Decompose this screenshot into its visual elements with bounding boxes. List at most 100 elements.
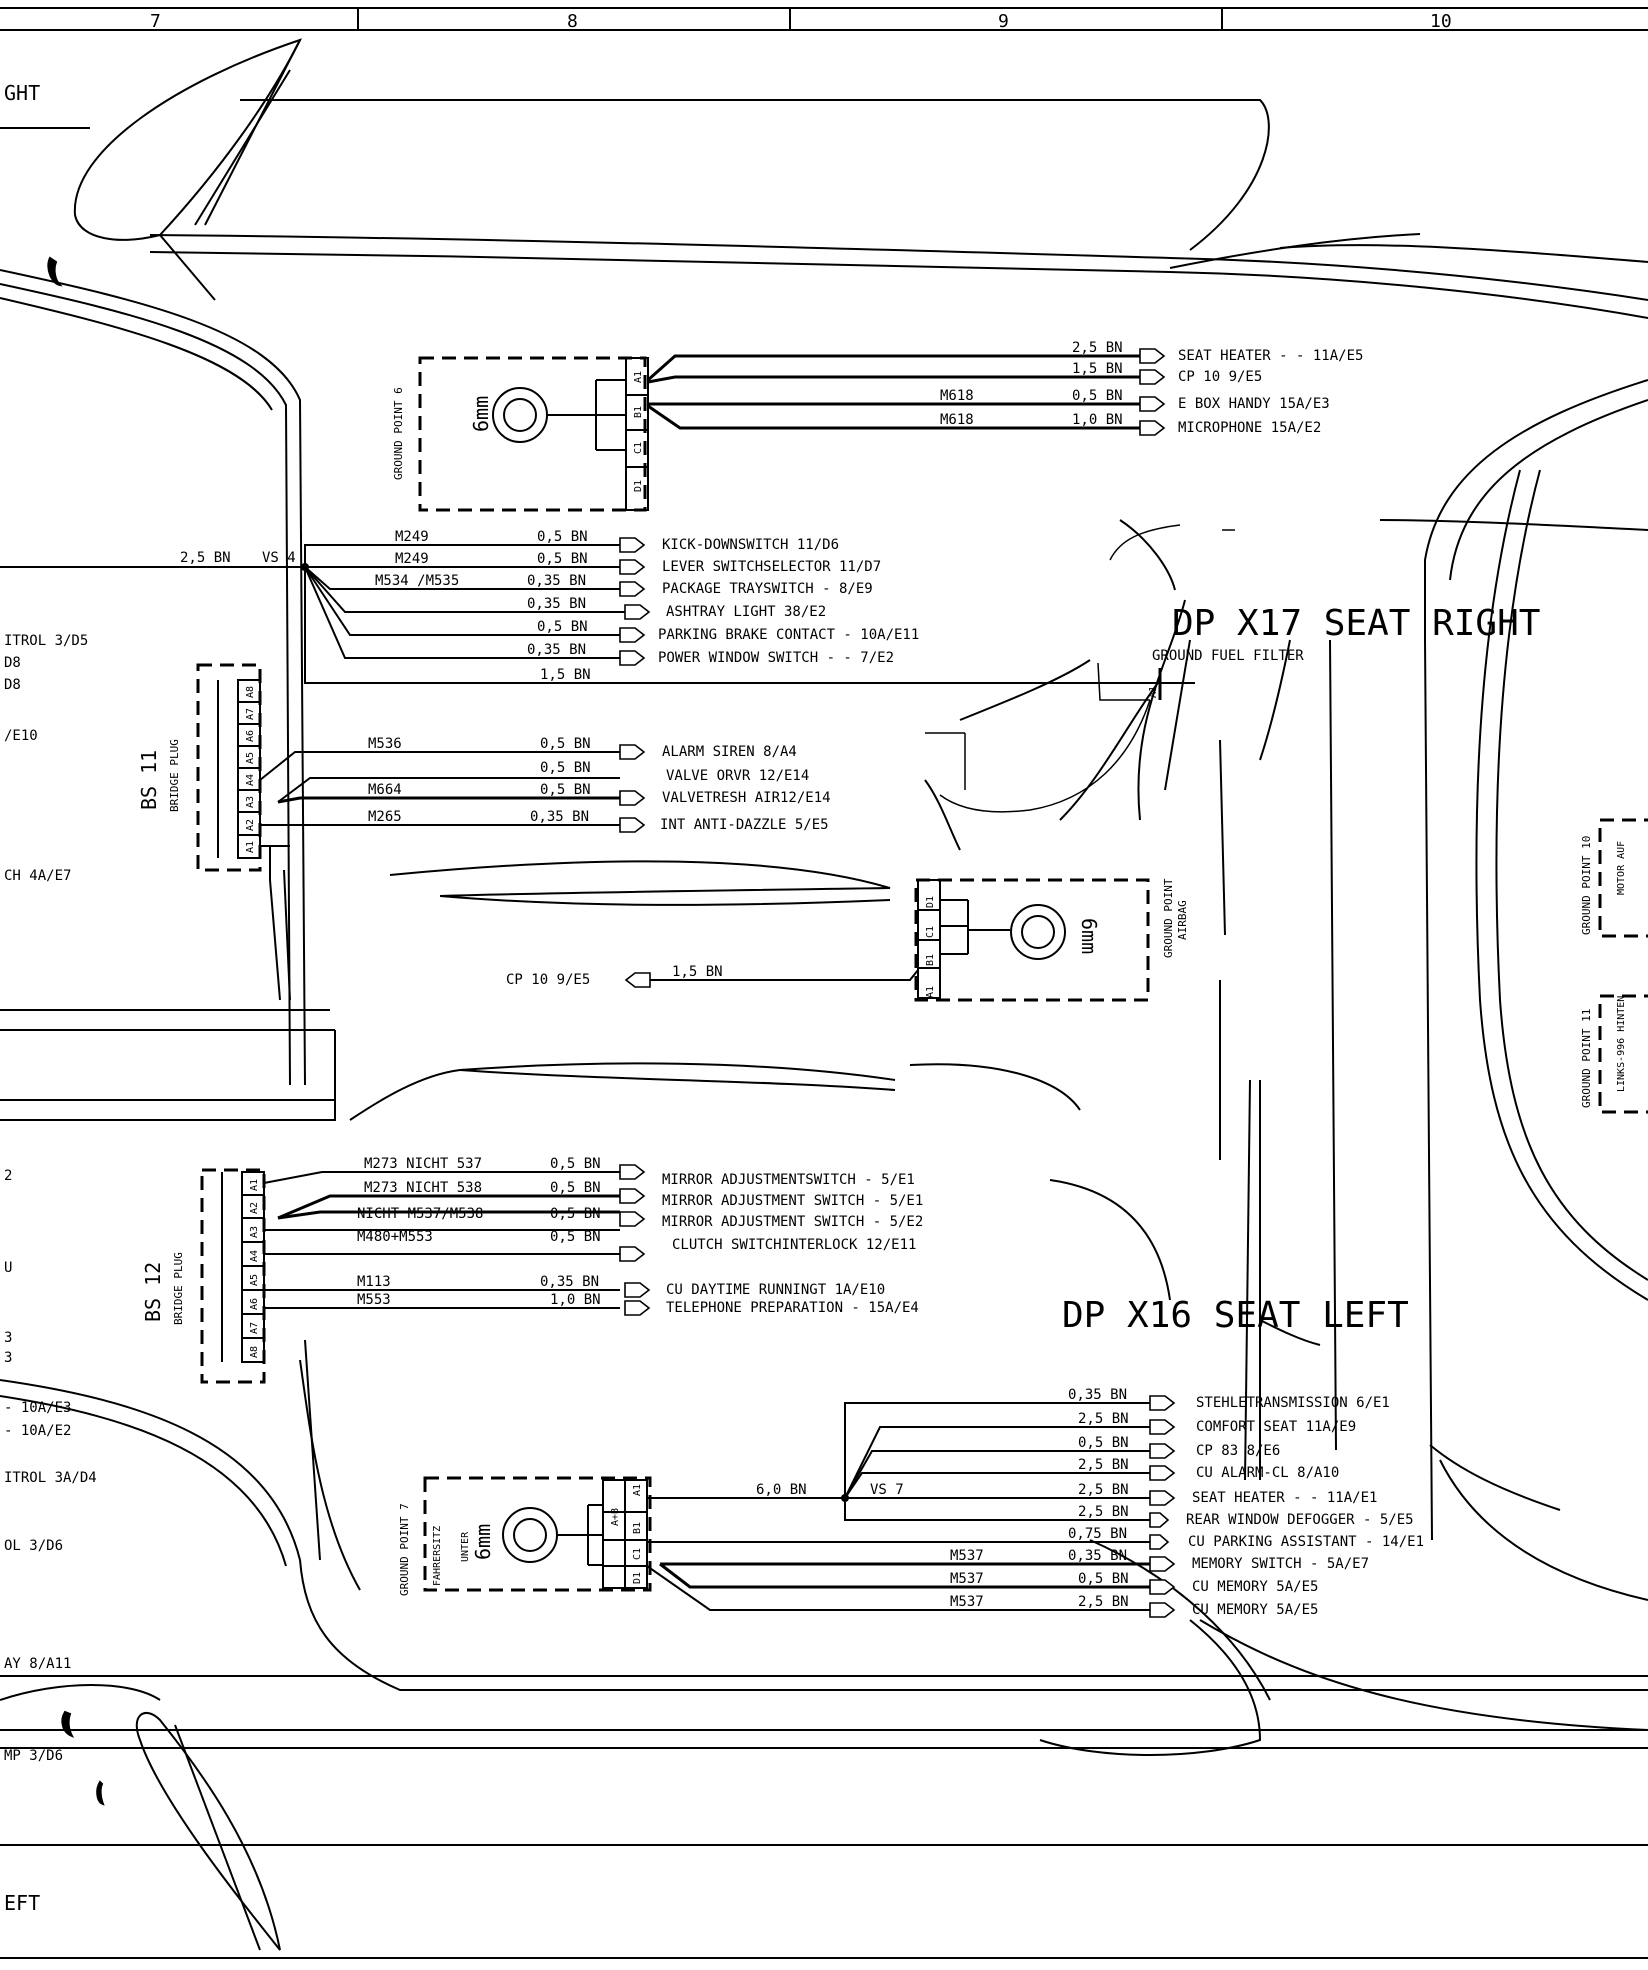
wire-dest: CP 10 9/E5 xyxy=(1178,369,1262,385)
wire-code: M537 xyxy=(950,1594,984,1610)
bridge-plug-bs11: BS 11 BRIDGE PLUG A8 A7 A6 A5 A4 A3 A2 A… xyxy=(137,663,262,872)
airbag-stud: 6mm xyxy=(1077,918,1101,954)
wire-dest: KICK-DOWNSWITCH 11/D6 xyxy=(662,537,839,553)
bs12-pin: A3 xyxy=(249,1226,260,1238)
wire-dest: TELEPHONE PREPARATION - 15A/E4 xyxy=(666,1300,919,1316)
gp6-pin: D1 xyxy=(633,480,644,492)
edge-ref: 2 xyxy=(4,1168,12,1184)
left-edge-refs: GHT EFT ITROL 3/D5 D8 D8 /E10 CH 4A/E7 2… xyxy=(4,81,97,1915)
wire-dest: SEAT HEATER - - 11A/E1 xyxy=(1192,1490,1377,1506)
bs11-pin: A3 xyxy=(245,796,256,808)
edge-ref: CH 4A/E7 xyxy=(4,868,71,884)
leader-lines xyxy=(925,524,1235,813)
gp11-sub: LINKS-996 HINTEN xyxy=(1616,996,1627,1092)
vs7-label: VS 7 xyxy=(870,1482,904,1498)
wire-code: M265 xyxy=(368,809,402,825)
wire-gauge: 0,5 BN xyxy=(550,1180,601,1196)
edge-ref: - 10A/E3 xyxy=(4,1400,71,1416)
bs11-pin: A4 xyxy=(245,774,256,786)
bridge-plug-bs12: BS 12 BRIDGE PLUG A1 A2 A3 A4 A5 A6 A7 A… xyxy=(141,1168,266,1384)
wire-gauge: 0,5 BN xyxy=(540,782,591,798)
wire-gauge: 0,35 BN xyxy=(1068,1548,1127,1564)
vs7-feed-gauge: 6,0 BN xyxy=(756,1482,807,1498)
wire-gauge: 0,5 BN xyxy=(1072,388,1123,404)
wire-gauge: 0,35 BN xyxy=(527,596,586,612)
seat-right-heading: DP X17 SEAT RIGHT xyxy=(1172,603,1540,644)
wire-code: NICHT M537/M538 xyxy=(357,1206,483,1222)
gp10-sub: MOTOR AUF xyxy=(1616,841,1627,895)
bs11-pin: A2 xyxy=(245,819,256,831)
column-header: 7 8 9 10 xyxy=(0,7,1648,32)
wire-gauge: 0,5 BN xyxy=(537,529,588,545)
bs11-wires: M536 0,5 BN ALARM SIREN 8/A4 0,5 BN VALV… xyxy=(259,736,831,1001)
ground-point-7: GROUND POINT 7 FAHRERSITZ UNTER 6mm A1 B… xyxy=(398,1476,652,1596)
wire-dest: VALVE ORVR 12/E14 xyxy=(666,768,809,784)
vs4-splice: 2,5 BN VS 4 A1 M249 0,5 BN KICK-DOWNSWIT… xyxy=(0,529,1195,700)
wire-gauge: 1,5 BN xyxy=(1072,361,1123,377)
bs12-pin: A8 xyxy=(249,1346,260,1358)
wire-code: M273 NICHT 538 xyxy=(364,1180,482,1196)
bs12-pin: A7 xyxy=(249,1322,260,1334)
airbag-subtitle: AIRBAG xyxy=(1176,900,1189,940)
wire-dest: ASHTRAY LIGHT 38/E2 xyxy=(666,604,826,620)
gp7-wires: 0,75 BN CU PARKING ASSISTANT - 14/E1 M53… xyxy=(646,1526,1424,1618)
bs12-wires: M273 NICHT 537 0,5 BN MIRROR ADJUSTMENTS… xyxy=(263,1156,923,1316)
ground-fuel-filter-label: GROUND FUEL FILTER xyxy=(1152,648,1304,664)
wire-dest: CU DAYTIME RUNNINGT 1A/E10 xyxy=(666,1282,885,1298)
wire-gauge: 0,5 BN xyxy=(1078,1435,1129,1451)
gp6-title: GROUND POINT 6 xyxy=(392,387,405,480)
gp10-title: GROUND POINT 10 xyxy=(1580,836,1593,935)
gp11-title: GROUND POINT 11 xyxy=(1580,1009,1593,1108)
bs12-pin: A5 xyxy=(249,1274,260,1286)
wire-gauge: 0,35 BN xyxy=(527,642,586,658)
wire-gauge: 0,35 BN xyxy=(530,809,589,825)
wire-gauge: 0,5 BN xyxy=(1078,1571,1129,1587)
gp7-pin: B1 xyxy=(632,1522,643,1534)
wire-dest: INT ANTI-DAZZLE 5/E5 xyxy=(660,817,829,833)
wire-dest: LEVER SWITCHSELECTOR 11/D7 xyxy=(662,559,881,575)
vs4-label: VS 4 xyxy=(262,550,296,566)
wire-dest: ALARM SIREN 8/A4 xyxy=(662,744,797,760)
wire-code: M113 xyxy=(357,1274,391,1290)
wire-gauge: 0,35 BN xyxy=(540,1274,599,1290)
bs12-pin: A4 xyxy=(249,1250,260,1262)
wire-dest: E BOX HANDY 15A/E3 xyxy=(1178,396,1330,412)
edge-label-top: GHT xyxy=(4,81,40,105)
wire-dest: STEHLETRANSMISSION 6/E1 xyxy=(1196,1395,1390,1411)
wire-code: M480+M553 xyxy=(357,1229,433,1245)
bs11-title: BS 11 xyxy=(137,750,161,810)
wire-dest: CU PARKING ASSISTANT - 14/E1 xyxy=(1188,1534,1424,1550)
bs12-pin: A6 xyxy=(249,1298,260,1310)
wire-gauge: 0,75 BN xyxy=(1068,1526,1127,1542)
wire-dest: MICROPHONE 15A/E2 xyxy=(1178,420,1321,436)
column-7: 7 xyxy=(150,11,161,32)
ground-point-11: GROUND POINT 11 LINKS-996 HINTEN xyxy=(1580,994,1648,1114)
car-outline xyxy=(0,38,1648,1959)
ground-point-airbag: A1 B1 C1 D1 6mm GROUND POINT AIRBAG CP 1… xyxy=(506,878,1189,1002)
bs12-pin: A1 xyxy=(249,1179,260,1191)
gp7-stud-label: UNTER xyxy=(460,1531,471,1562)
wire-gauge: 2,5 BN xyxy=(1078,1411,1129,1427)
edge-label-bottom: EFT xyxy=(4,1891,40,1915)
edge-ref: 3 xyxy=(4,1330,12,1346)
airbag-pin: B1 xyxy=(925,954,936,966)
column-10: 10 xyxy=(1430,11,1452,32)
airbag-pin: A1 xyxy=(925,986,936,998)
wire-gauge: 0,5 BN xyxy=(540,760,591,776)
wire-gauge: 1,0 BN xyxy=(550,1292,601,1308)
wire-gauge: 0,5 BN xyxy=(550,1229,601,1245)
wire-gauge: 0,5 BN xyxy=(550,1156,601,1172)
bs12-pin: A2 xyxy=(249,1202,260,1214)
seat-left-heading: DP X16 SEAT LEFT xyxy=(1062,1295,1409,1336)
wire-gauge: 0,5 BN xyxy=(537,619,588,635)
gp7-pin: C1 xyxy=(632,1548,643,1560)
wire-gauge: 2,5 BN xyxy=(1078,1504,1129,1520)
wire-dest: PACKAGE TRAYSWITCH - 8/E9 xyxy=(662,581,873,597)
wire-dest: CLUTCH SWITCHINTERLOCK 12/E11 xyxy=(672,1237,916,1253)
edge-ref: D8 xyxy=(4,677,21,693)
wire-dest: MIRROR ADJUSTMENT SWITCH - 5/E2 xyxy=(662,1214,923,1230)
gp7-subtitle: FAHRERSITZ xyxy=(432,1526,443,1586)
wire-dest: MIRROR ADJUSTMENT SWITCH - 5/E1 xyxy=(662,1193,923,1209)
edge-ref: 3 xyxy=(4,1350,12,1366)
